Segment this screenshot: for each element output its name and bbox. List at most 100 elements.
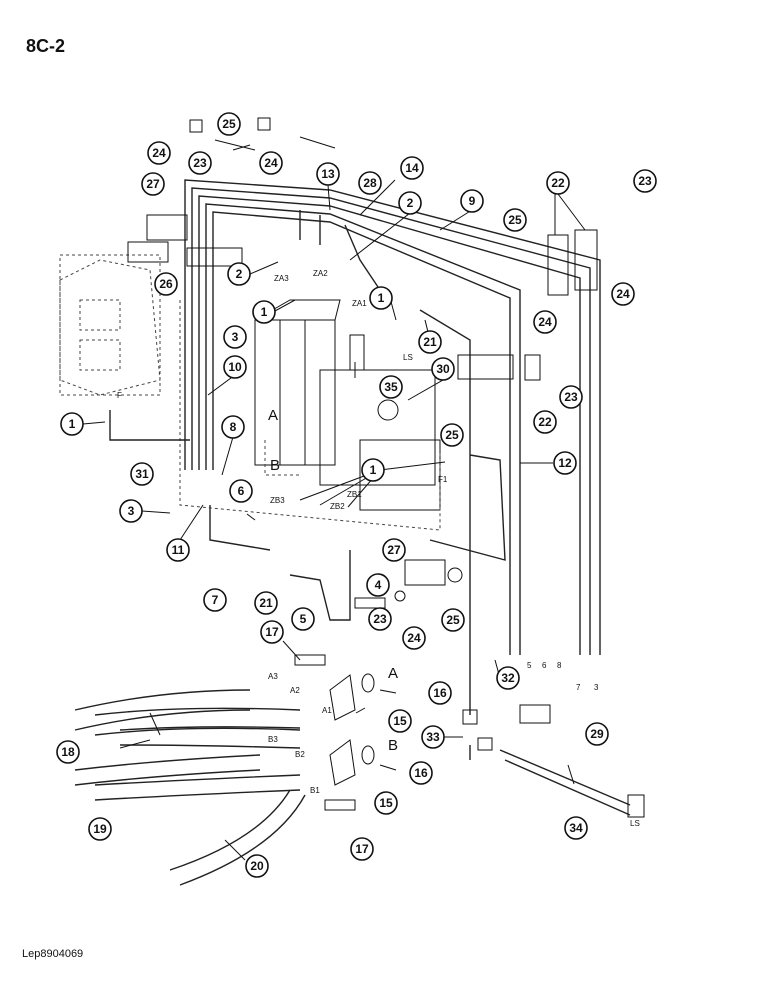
svg-text:25: 25	[445, 428, 459, 442]
svg-text:32: 32	[501, 671, 515, 685]
svg-text:6: 6	[238, 484, 245, 498]
control-valve-block	[254, 299, 441, 511]
callout-25: 25	[503, 208, 527, 232]
svg-text:11: 11	[172, 543, 185, 557]
callout-7: 7	[203, 588, 227, 612]
callout-1: 1	[252, 300, 276, 324]
callout-11: 11	[166, 538, 190, 562]
callout-28: 28	[358, 171, 382, 195]
port-label-b1: B1	[310, 786, 320, 795]
svg-text:25: 25	[222, 117, 236, 131]
svg-text:2: 2	[236, 267, 243, 281]
svg-text:16: 16	[414, 766, 428, 780]
port-label-7: 7	[576, 683, 581, 692]
port-label-za1: ZA1	[352, 299, 367, 308]
callout-18: 18	[56, 740, 80, 764]
port-label-a1: A1	[322, 706, 332, 715]
callout-14: 14	[400, 156, 424, 180]
port-label-b3: B3	[268, 735, 278, 744]
svg-text:17: 17	[265, 625, 279, 639]
page-code: 8C-2	[26, 36, 66, 56]
section-labels: A B A B	[268, 407, 398, 754]
callout-21: 21	[254, 591, 278, 615]
port-labels: ZA3 ZA2 ZA1 LS ZB3 ZB2 ZB1 F1 F A3 A2 A1…	[117, 269, 640, 828]
port-label-8: 8	[557, 661, 562, 670]
svg-text:26: 26	[159, 277, 173, 291]
svg-text:1: 1	[69, 417, 76, 431]
callout-10: 10	[223, 355, 247, 379]
svg-text:22: 22	[551, 176, 565, 190]
callout-23: 23	[188, 151, 212, 175]
svg-text:8: 8	[230, 420, 237, 434]
callout-1: 1	[369, 286, 393, 310]
svg-text:24: 24	[407, 631, 421, 645]
callout-34: 34	[564, 816, 588, 840]
port-label-zb1: ZB1	[347, 490, 362, 499]
callout-24: 24	[533, 310, 557, 334]
svg-text:22: 22	[538, 415, 552, 429]
svg-text:1: 1	[378, 291, 385, 305]
callout-25: 25	[440, 423, 464, 447]
svg-text:2: 2	[407, 196, 414, 210]
svg-text:27: 27	[387, 543, 401, 557]
port-label-6: 6	[542, 661, 547, 670]
port-label-f1: F1	[438, 475, 448, 484]
callout-25: 25	[441, 608, 465, 632]
svg-text:24: 24	[264, 156, 278, 170]
svg-text:19: 19	[93, 822, 107, 836]
port-label-za3: ZA3	[274, 274, 289, 283]
callout-2: 2	[227, 262, 251, 286]
svg-text:24: 24	[538, 315, 552, 329]
port-label-a3: A3	[268, 672, 278, 681]
callout-2: 2	[398, 191, 422, 215]
svg-text:20: 20	[250, 859, 264, 873]
callout-17: 17	[260, 620, 284, 644]
flange-label-b: B	[388, 737, 398, 754]
svg-text:34: 34	[569, 821, 583, 835]
callout-31: 31	[130, 462, 154, 486]
dashed-outlines	[59, 254, 441, 531]
callout-5: 5	[291, 607, 315, 631]
callout-1: 1	[60, 412, 84, 436]
callout-12: 12	[553, 451, 577, 475]
callout-24: 24	[402, 626, 426, 650]
svg-text:3: 3	[128, 504, 135, 518]
svg-text:23: 23	[564, 390, 578, 404]
callout-35: 35	[379, 375, 403, 399]
callout-20: 20	[245, 854, 269, 878]
drawing-reference: Lep8904069	[22, 948, 84, 960]
callout-25: 25	[217, 112, 241, 136]
svg-text:10: 10	[228, 360, 242, 374]
svg-text:24: 24	[616, 287, 630, 301]
callout-27: 27	[141, 172, 165, 196]
svg-text:21: 21	[423, 335, 437, 349]
callout-22: 22	[533, 410, 557, 434]
svg-text:29: 29	[590, 727, 604, 741]
callout-16: 16	[428, 681, 452, 705]
svg-text:25: 25	[446, 613, 460, 627]
port-label-ls-pipe: LS	[630, 819, 640, 828]
svg-text:23: 23	[193, 156, 207, 170]
svg-text:23: 23	[638, 174, 652, 188]
callout-15: 15	[374, 791, 398, 815]
callout-6: 6	[229, 479, 253, 503]
callout-23: 23	[559, 385, 583, 409]
svg-text:24: 24	[152, 146, 166, 160]
callout-13: 13	[316, 162, 340, 186]
svg-text:31: 31	[135, 467, 149, 481]
pipe-bundle	[109, 179, 631, 816]
svg-text:3: 3	[232, 330, 239, 344]
svg-text:12: 12	[558, 456, 572, 470]
callout-17: 17	[350, 837, 374, 861]
svg-text:14: 14	[405, 161, 419, 175]
callout-1: 1	[361, 458, 385, 482]
svg-text:1: 1	[261, 305, 268, 319]
callout-16: 16	[409, 761, 433, 785]
svg-text:28: 28	[363, 176, 377, 190]
port-label-f: F	[117, 391, 122, 400]
callout-26: 26	[154, 272, 178, 296]
svg-text:27: 27	[146, 177, 160, 191]
port-label-b2: B2	[295, 750, 305, 759]
hoses	[74, 689, 306, 886]
callout-33: 33	[421, 725, 445, 749]
